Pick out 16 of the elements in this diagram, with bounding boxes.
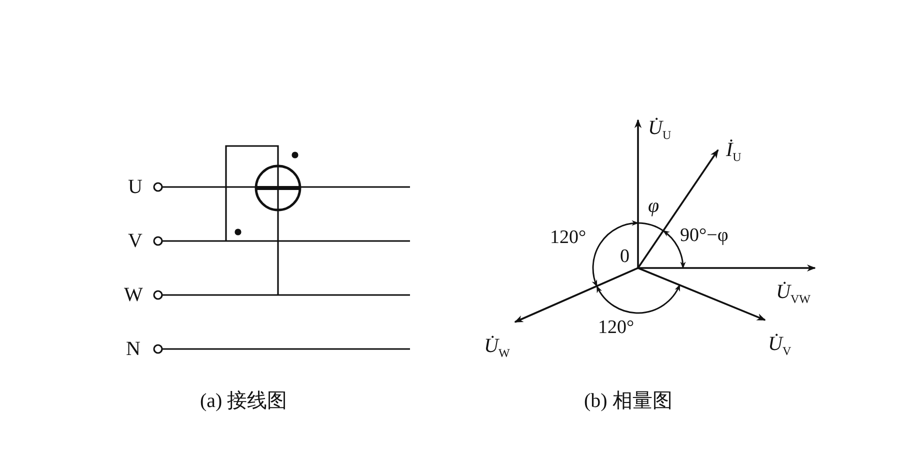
phasor-label: U̇$_{W}$ [484, 336, 510, 359]
origin-label: 0 [620, 247, 630, 266]
angle-label: 90°−φ [680, 226, 728, 245]
terminal-label: U [128, 177, 142, 197]
angle-label: 120° [598, 318, 634, 337]
terminal-label: N [126, 339, 140, 359]
caption: (b) 相量图 [584, 391, 672, 411]
terminal-label: W [124, 285, 143, 305]
phasor-label: U̇$_{U}$ [648, 118, 672, 141]
angle-label: 120° [550, 228, 586, 247]
terminal-label: V [128, 231, 142, 251]
angle-label: φ [648, 196, 660, 216]
phasor-label: İ$_{U}$ [726, 140, 742, 163]
phasor-label: U̇$_{V}$ [768, 334, 792, 357]
caption: (a) 接线图 [200, 391, 288, 411]
phasor-label: U̇$_{VW}$ [776, 282, 810, 305]
